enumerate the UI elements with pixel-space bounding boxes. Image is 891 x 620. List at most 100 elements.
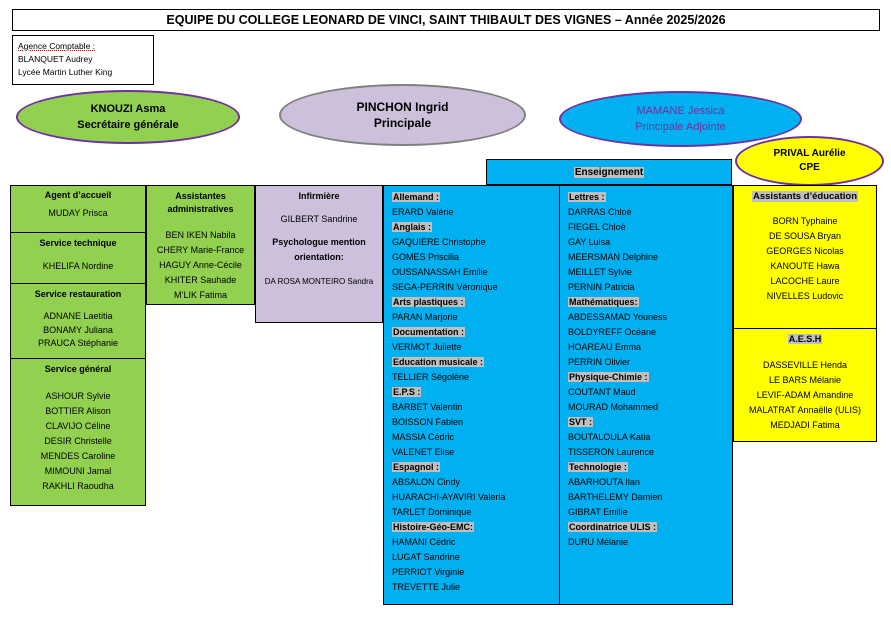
service-member: BOTTIER Alison	[45, 406, 111, 416]
service-member: MUDAY Prisca	[48, 208, 108, 218]
teacher-name: TARLET Dominique	[392, 507, 472, 517]
teacher-name: TELLIER Ségolène	[392, 372, 470, 382]
nurse-name: GILBERT Sandrine	[280, 214, 358, 224]
teacher-name: GAQUIERE Christophe	[392, 237, 486, 247]
teacher-name: MEILLET Sylvie	[568, 267, 632, 277]
teacher-name: BOLDYREFF Océane	[568, 327, 657, 337]
education-assistants-title: Assistants d’éducation	[752, 191, 858, 202]
subject-label: Lettres :	[568, 192, 606, 202]
principal-ellipse: PINCHON Ingrid Principale	[279, 84, 526, 146]
cpe-name: PRIVAL Aurélie	[773, 148, 846, 159]
teacher-name: OUSSANASSAH Emilie	[392, 267, 488, 277]
teacher-name: PARAN Marjorie	[392, 312, 458, 322]
teacher-name: GAY Luisa	[568, 237, 611, 247]
nurse-box: Infirmière GILBERT Sandrine Psychologue …	[255, 185, 383, 323]
service-agent-accueil: Agent d’accueil MUDAY Prisca	[10, 185, 146, 233]
admin-assistant: KHITER Sauhade	[164, 275, 237, 285]
service-member: MENDES Caroline	[40, 451, 116, 461]
admin-assistant: M’LIK Fatima	[173, 290, 227, 300]
subject-row: Anglais :	[392, 220, 559, 235]
teacher-name: COUTANT Maud	[568, 387, 636, 397]
subject-label: Coordinatrice ULIS :	[568, 522, 658, 532]
teacher-name: SEGA-PERRIN Véronique	[392, 282, 498, 292]
subject-label: Espagnol :	[392, 462, 441, 472]
education-assistant: KANOUTE Hawa	[770, 261, 840, 271]
subject-row: Espagnol :	[392, 460, 559, 475]
teacher-name: MOURAD Mohammed	[568, 402, 659, 412]
teacher-name: GIBRAT Emilie	[568, 507, 628, 517]
teacher-name: ABDESSAMAD Youness	[568, 312, 668, 322]
service-members: ASHOUR Sylvie BOTTIER Alison CLAVIJO Cél…	[11, 389, 145, 494]
admin-assistants-title-line2: administratives	[167, 204, 234, 214]
teacher-name: FIEGEL Chloé	[568, 222, 626, 232]
deputy-ellipse: MAMANE Jessica Principale Adjointe	[559, 91, 802, 147]
teacher-name: BARBET Valentin	[392, 402, 463, 412]
admin-assistant: BEN IKEN Nabila	[165, 230, 236, 240]
education-assistant: LACOCHE Laure	[770, 276, 840, 286]
page-title-text: EQUIPE DU COLLEGE LEONARD DE VINCI, SAIN…	[166, 13, 726, 27]
education-assistants-box: Assistants d’éducation BORN Typhaine DE …	[733, 185, 877, 329]
cpe-role: CPE	[799, 162, 820, 173]
service-title: Service restauration	[34, 289, 122, 299]
service-member: RAKHLI Raoudha	[42, 481, 114, 491]
subject-label: Physique-Chimie :	[568, 372, 649, 382]
teacher-name: HAMANI Cédric	[392, 537, 456, 547]
teacher-name: VALENET Elise	[392, 447, 455, 457]
teacher-name: LUGAT Sandrine	[392, 552, 460, 562]
service-title: Service général	[44, 364, 112, 374]
service-member: ASHOUR Sylvie	[45, 391, 111, 401]
subject-label: Arts plastiques :	[392, 297, 465, 307]
subject-row: Mathématiques:	[568, 295, 732, 310]
aesh-member: DASSEVILLE Henda	[762, 360, 848, 370]
agency-name: BLANQUET Audrey	[18, 54, 93, 64]
aesh-title-wrap: A.E.S.H	[734, 334, 876, 344]
service-member: KHELIFA Nordine	[42, 261, 114, 271]
subject-row: Lettres :	[568, 190, 732, 205]
aesh-member: LEVIF-ADAM Amandine	[756, 390, 854, 400]
teacher-name: TISSERON Laurence	[568, 447, 655, 457]
admin-assistants-list: BEN IKEN Nabila CHERY Marie-France HAGUY…	[147, 228, 254, 303]
principal-role: Principale	[373, 116, 432, 130]
aesh-member: MEDJADI Fatima	[770, 420, 840, 430]
secretary-role: Secrétaire générale	[77, 119, 179, 131]
subject-label: SVT :	[568, 417, 594, 427]
aesh-title: A.E.S.H	[787, 334, 823, 344]
subject-label: Allemand :	[392, 192, 441, 202]
teaching-header: Enseignement	[486, 159, 732, 185]
psy-title-line1: Psychologue mention	[272, 237, 366, 247]
psy-name: DA ROSA MONTEIRO Sandra	[264, 277, 374, 286]
agency-label: Agence Comptable :	[18, 41, 96, 51]
teacher-name: TREVETTE Julie	[392, 582, 461, 592]
service-title: Agent d’accueil	[44, 190, 112, 200]
cpe-ellipse: PRIVAL Aurélie CPE	[735, 136, 884, 186]
psy-title: Psychologue mention orientation:	[256, 235, 382, 265]
admin-assistant: HAGUY Anne-Cécile	[159, 260, 242, 270]
service-technique: Service technique KHELIFA Nordine	[10, 232, 146, 284]
service-general: Service général ASHOUR Sylvie BOTTIER Al…	[10, 358, 146, 506]
teacher-name: DARRAS Chloé	[568, 207, 632, 217]
aesh-member: LE BARS Mélanie	[768, 375, 842, 385]
admin-assistants-box: Assistantes administratives BEN IKEN Nab…	[146, 185, 255, 305]
secretary-ellipse: KNOUZI Asma Secrétaire générale	[16, 90, 240, 144]
service-member: CLAVIJO Céline	[45, 421, 111, 431]
subject-row: Coordinatrice ULIS :	[568, 520, 732, 535]
education-assistants-title-wrap: Assistants d’éducation	[734, 191, 876, 202]
teacher-name: BOISSON Fabien	[392, 417, 464, 427]
principal-name: PINCHON Ingrid	[356, 100, 449, 114]
aesh-member: MALATRAT Annaëlle (ULIS)	[748, 405, 862, 415]
subject-row: SVT :	[568, 415, 732, 430]
subject-row: Physique-Chimie :	[568, 370, 732, 385]
admin-assistant: CHERY Marie-France	[156, 245, 245, 255]
agency-box: Agence Comptable : BLANQUET Audrey Lycée…	[12, 35, 154, 85]
teacher-name: ERARD Valérie	[392, 207, 454, 217]
deputy-name: MAMANE Jessica	[636, 105, 725, 117]
subject-label: Education musicale :	[392, 357, 485, 367]
subject-row: Technologie :	[568, 460, 732, 475]
subject-row: E.P.S :	[392, 385, 559, 400]
teacher-name: ABSALON Cindy	[392, 477, 461, 487]
teacher-name: HUARACHI-AYAVIRI Valeria	[392, 492, 506, 502]
subject-row: Allemand :	[392, 190, 559, 205]
teacher-name: GOMES Priscilia	[392, 252, 460, 262]
subject-label: Technologie :	[568, 462, 628, 472]
